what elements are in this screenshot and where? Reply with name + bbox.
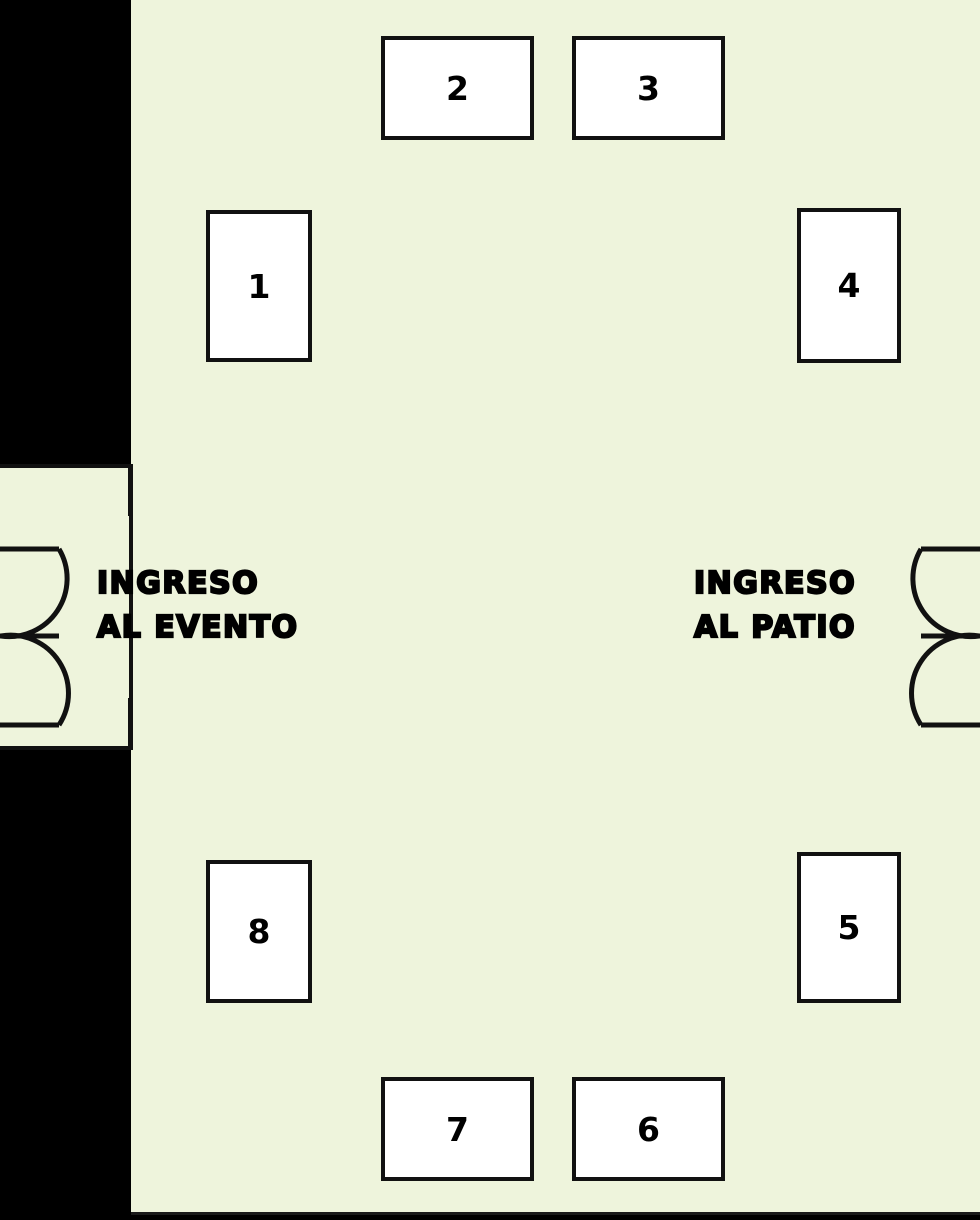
double-door-swing-icon [0,546,71,728]
left-doorway-wall-stub-bottom [128,698,133,750]
table-number-label: 2 [446,68,469,108]
left-entrance-door[interactable] [0,546,71,728]
left-doorway-wall-stub-top [128,464,133,516]
table-7[interactable]: 7 [381,1077,534,1181]
table-number-label: 6 [637,1109,660,1149]
table-5[interactable]: 5 [797,852,901,1003]
table-1[interactable]: 1 [206,210,312,362]
table-2[interactable]: 2 [381,36,534,140]
table-number-label: 7 [446,1109,469,1149]
table-6[interactable]: 6 [572,1077,725,1181]
table-8[interactable]: 8 [206,860,312,1003]
table-number-label: 3 [637,68,660,108]
double-door-swing-icon [909,546,980,728]
left-entrance-label: INGRESO AL EVENTO [96,565,299,646]
hall-bottom-wall [131,1212,980,1215]
table-4[interactable]: 4 [797,208,901,363]
right-entrance-door[interactable] [909,546,980,728]
table-number-label: 4 [837,266,861,305]
main-hall-area [131,0,980,1214]
table-3[interactable]: 3 [572,36,725,140]
table-number-label: 1 [247,266,271,306]
table-number-label: 8 [247,912,271,951]
table-number-label: 5 [837,908,861,947]
right-entrance-label: INGRESO AL PATIO [693,565,857,646]
